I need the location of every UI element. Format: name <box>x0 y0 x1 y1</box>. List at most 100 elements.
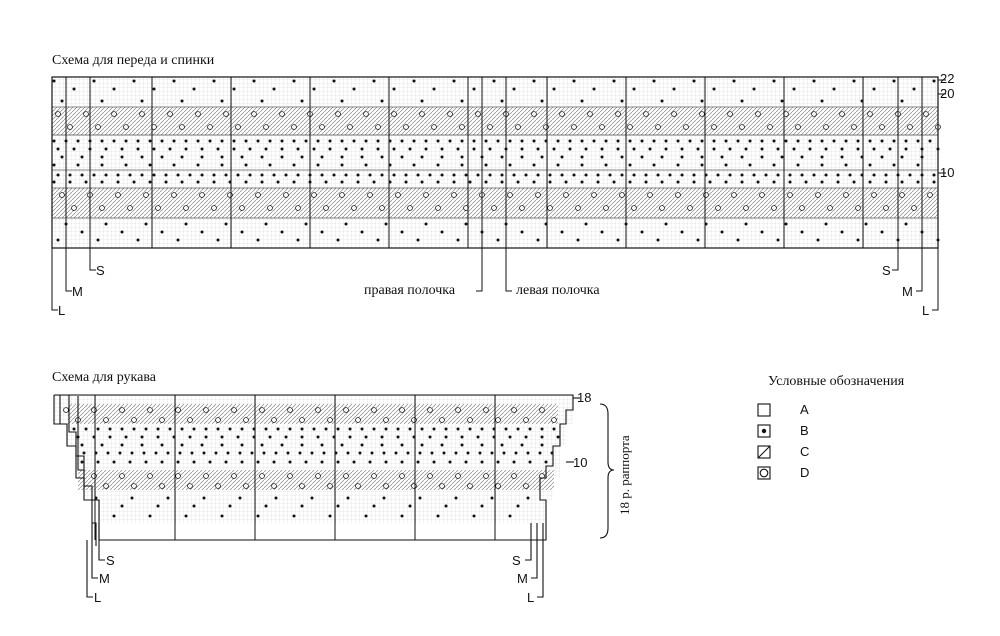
stitch-dot <box>744 222 748 226</box>
stitch-dot <box>888 147 892 151</box>
stitch-dot <box>144 460 148 464</box>
stitch-circle <box>99 205 105 211</box>
stitch-dot <box>328 139 332 143</box>
stitch-dot <box>260 180 264 184</box>
stitch-dot <box>532 180 536 184</box>
stitch-dot <box>916 163 920 167</box>
stitch-dot <box>180 180 184 184</box>
stitch-dot <box>380 155 384 159</box>
stitch-dot <box>532 79 536 83</box>
stitch-circle <box>731 192 737 198</box>
stitch-circle <box>95 124 101 130</box>
stitch-dot <box>884 173 888 177</box>
stitch-dot <box>226 451 230 455</box>
stitch-dot <box>472 147 476 151</box>
stitch-dot <box>412 163 416 167</box>
stitch-dot <box>52 163 56 167</box>
stitch-dot <box>572 173 576 177</box>
stitch-dot <box>340 99 344 103</box>
stitch-dot <box>96 460 100 464</box>
stitch-dot <box>430 451 434 455</box>
stitch-dot <box>904 222 908 226</box>
legend-symbols <box>757 403 771 480</box>
stitch-dot <box>372 427 376 431</box>
stitch-dot <box>172 163 176 167</box>
stitch-circle <box>399 473 405 479</box>
stitch-circle <box>327 483 333 489</box>
stitch-circle <box>255 192 261 198</box>
stitch-circle <box>291 124 297 130</box>
stitch-circle <box>175 407 181 413</box>
stitch-dot <box>660 155 664 159</box>
sleeve-row-number-10: 10 <box>573 455 588 470</box>
stitch-dot <box>236 173 240 177</box>
stitch-dot <box>456 238 460 242</box>
stitch-dot <box>852 180 856 184</box>
stitch-dot <box>464 222 468 226</box>
stitch-dot <box>240 460 244 464</box>
stitch-dot <box>776 173 780 177</box>
stitch-dot <box>584 147 588 151</box>
stitch-dot <box>640 155 644 159</box>
stitch-dot <box>320 230 324 234</box>
stitch-dot <box>164 173 168 177</box>
stitch-dot <box>820 180 824 184</box>
stitch-dot <box>416 460 420 464</box>
stitch-dot <box>664 222 668 226</box>
stitch-dot <box>484 139 488 143</box>
stitch-circle <box>511 473 517 479</box>
stitch-dot <box>528 427 532 431</box>
stitch-dot <box>360 443 364 447</box>
stitch-circle <box>351 205 357 211</box>
stitch-dot <box>812 79 816 83</box>
stitch-circle <box>199 192 205 198</box>
stitch-dot <box>412 79 416 83</box>
stitch-circle <box>827 205 833 211</box>
stitch-dot <box>536 173 540 177</box>
stitch-circle <box>523 417 529 423</box>
stitch-circle <box>495 483 501 489</box>
stitch-dot <box>56 147 60 151</box>
stitch-dot <box>380 443 384 447</box>
stitch-dot <box>508 163 512 167</box>
stitch-dot <box>140 99 144 103</box>
stitch-circle <box>127 205 133 211</box>
stitch-dot <box>800 230 804 234</box>
stitch-dot <box>140 443 144 447</box>
stitch-circle <box>523 483 529 489</box>
stitch-dot <box>152 87 156 91</box>
stitch-dot <box>316 139 320 143</box>
stitch-dot <box>792 87 796 91</box>
stitch-dot <box>204 435 208 439</box>
stitch-circle <box>743 205 749 211</box>
stitch-circle <box>715 205 721 211</box>
stitch-dot <box>904 139 908 143</box>
stitch-dot <box>632 147 636 151</box>
stitch-dot <box>84 180 88 184</box>
stitch-dot <box>676 163 680 167</box>
stitch-dot <box>192 460 196 464</box>
stitch-dot <box>712 139 716 143</box>
stitch-circle <box>215 483 221 489</box>
stitch-dot <box>156 435 160 439</box>
stitch-circle <box>675 192 681 198</box>
right-front-label: правая полочка <box>364 283 456 298</box>
stitch-dot <box>928 139 932 143</box>
stitch-dot <box>620 173 624 177</box>
stitch-dot <box>124 163 128 167</box>
stitch-circle <box>55 111 61 117</box>
stitch-dot <box>836 173 840 177</box>
stitch-dot <box>292 79 296 83</box>
stitch-dot <box>272 173 276 177</box>
stitch-dot <box>840 230 844 234</box>
stitch-dot <box>460 139 464 143</box>
stitch-dot <box>332 173 336 177</box>
stitch-dot <box>916 139 920 143</box>
stitch-dot <box>480 427 484 431</box>
stitch-dot <box>692 180 696 184</box>
stitch-dot <box>140 155 144 159</box>
stitch-dot <box>310 451 314 455</box>
stitch-dot <box>176 238 180 242</box>
stitch-dot <box>572 79 576 83</box>
stitch-dot <box>500 443 504 447</box>
